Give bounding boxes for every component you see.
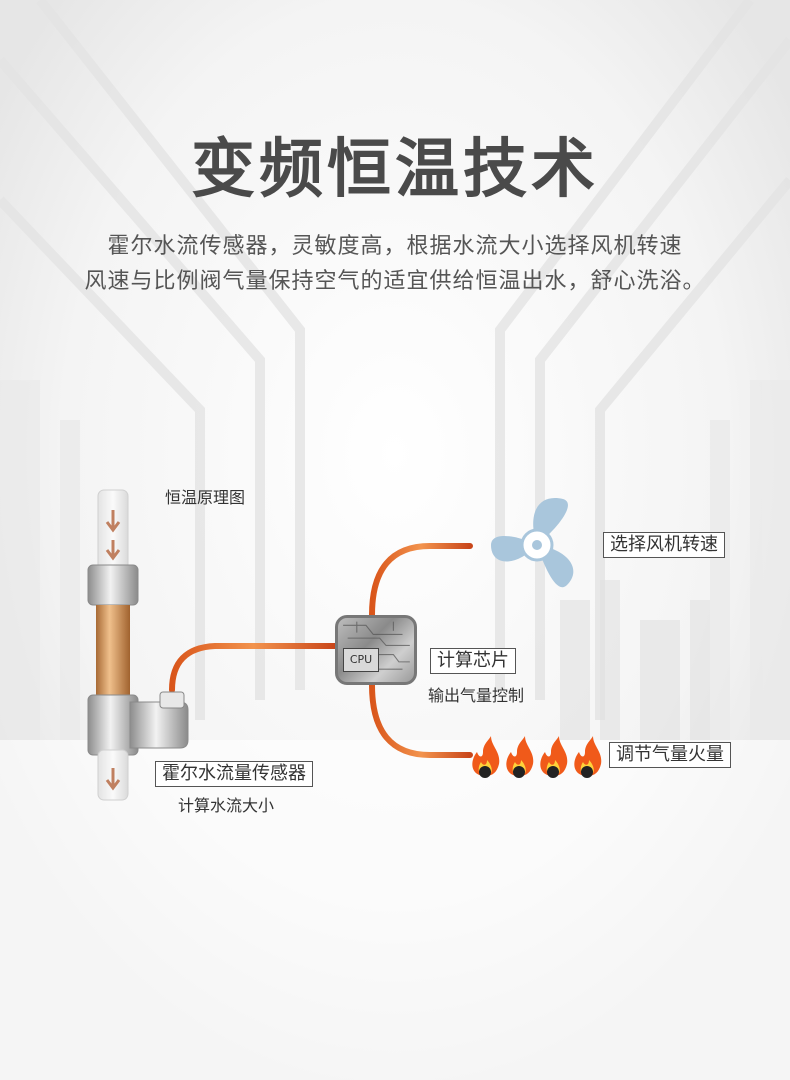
diagram-graphics bbox=[87, 489, 602, 801]
chip-sub-label: 输出气量控制 bbox=[428, 686, 525, 705]
fan-icon bbox=[491, 498, 574, 588]
sensor-sub-label: 计算水流大小 bbox=[178, 796, 275, 815]
page-title: 变频恒温技术 bbox=[191, 133, 599, 207]
flame-control-label: 调节气量火量 bbox=[609, 742, 731, 768]
flame-icon bbox=[472, 736, 500, 778]
hall-sensor-graphic bbox=[87, 489, 189, 801]
sensor-label: 霍尔水流量传感器 bbox=[155, 761, 313, 787]
wire-cpu-to-fan bbox=[369, 543, 473, 618]
diagram-heading: 恒温原理图 bbox=[165, 488, 246, 507]
flame-icon bbox=[574, 736, 602, 778]
chip-label: 计算芯片 bbox=[430, 648, 516, 674]
description-line-2: 风速与比例阀气量保持空气的适宜供给恒温出水，舒心洗浴。 bbox=[84, 269, 706, 294]
flame-icons bbox=[472, 736, 602, 778]
flame-icon bbox=[540, 736, 568, 778]
thermostat-diagram: CPU 恒温原理图 选择风机转速 计算芯片 输出气量控制 调节气量火量 霍尔水流… bbox=[0, 470, 790, 830]
cpu-label: CPU bbox=[343, 648, 379, 672]
description-line-1: 霍尔水流传感器，灵敏度高，根据水流大小选择风机转速 bbox=[107, 234, 683, 259]
circuit-pattern bbox=[343, 621, 410, 670]
cpu-chip: CPU bbox=[335, 615, 417, 685]
flame-icon bbox=[506, 736, 534, 778]
fan-speed-label: 选择风机转速 bbox=[603, 532, 725, 558]
wire-cpu-to-flame bbox=[369, 682, 473, 758]
wire-sensor-to-cpu bbox=[169, 643, 338, 693]
